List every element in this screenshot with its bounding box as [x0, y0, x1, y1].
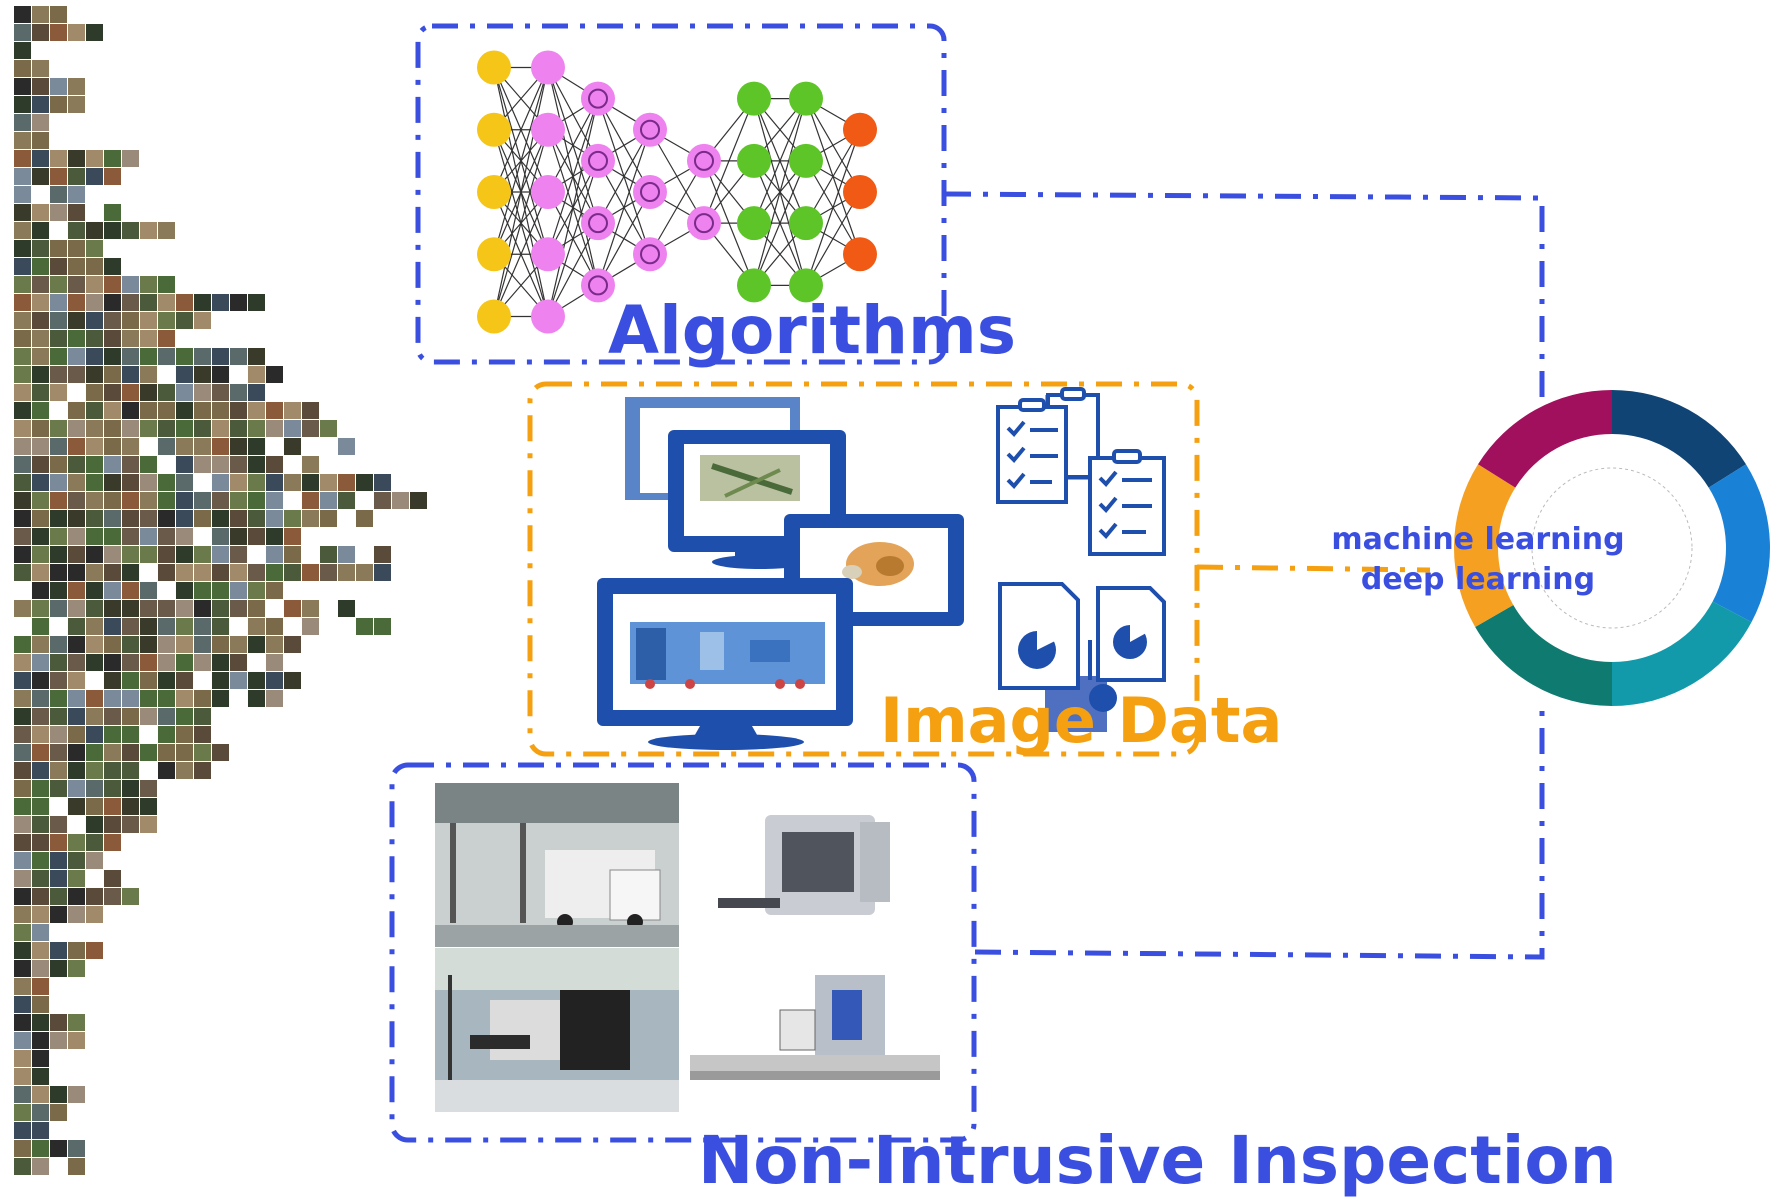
network-node: [581, 268, 615, 303]
inspection-photo-xray-scanner: [679, 783, 945, 947]
network-node: [531, 112, 565, 147]
network-node: [687, 206, 721, 241]
ring-segment: [1708, 464, 1771, 623]
image-data-label: Image Data: [880, 684, 1283, 757]
network-node: [581, 206, 615, 241]
monitor-icon: [597, 397, 964, 750]
machine-learning-label: machine learning: [1331, 522, 1625, 557]
network-node: [633, 175, 667, 209]
network-node: [789, 143, 823, 178]
neural-network-icon: [477, 50, 877, 334]
ring-segment: [1612, 390, 1746, 488]
connector-image-data: [1196, 564, 1431, 573]
network-node: [477, 175, 511, 209]
network-node: [633, 237, 667, 272]
ring-segment: [1478, 390, 1612, 488]
network-node: [737, 143, 771, 178]
ring-segment: [1612, 601, 1752, 706]
inspection-box: [389, 762, 977, 1143]
network-node: [737, 268, 771, 303]
non-intrusive-inspection-label: Non-Intrusive Inspection: [698, 1122, 1617, 1199]
network-node: [789, 268, 823, 303]
report-icon: [998, 582, 1166, 732]
algorithms-box: [415, 23, 947, 365]
network-node: [789, 206, 823, 241]
network-node: [843, 175, 877, 209]
deep-learning-label: deep learning: [1360, 562, 1596, 597]
image-data-box: [527, 381, 1200, 757]
inspection-photo-control-room: [435, 948, 679, 1112]
network-node: [687, 143, 721, 178]
inspection-photo-portal-scanner: [679, 948, 945, 1116]
network-node: [633, 112, 667, 147]
network-node: [737, 81, 771, 116]
network-node: [581, 143, 615, 178]
network-node: [531, 237, 565, 272]
photo-mosaic: [14, 6, 427, 1175]
connector-inspection: [974, 700, 1545, 960]
algorithms-label: Algorithms: [608, 292, 1017, 369]
inspection-photo-truck: [435, 783, 679, 947]
network-node: [581, 81, 615, 116]
network-node: [531, 299, 565, 334]
ring-segment: [1454, 464, 1516, 627]
checklist-icon: [996, 387, 1166, 556]
ring-segment: [1475, 605, 1612, 706]
network-node: [843, 112, 877, 147]
network-node: [737, 206, 771, 241]
connector-algorithms: [944, 191, 1545, 398]
ring-label: machine learning deep learning: [1323, 520, 1633, 600]
network-node: [531, 50, 565, 85]
network-node: [843, 237, 877, 272]
cycle-ring-icon: [1454, 390, 1771, 706]
network-node: [477, 112, 511, 147]
network-node: [789, 81, 823, 116]
network-node: [477, 50, 511, 85]
network-node: [477, 299, 511, 334]
network-node: [531, 175, 565, 209]
network-node: [477, 237, 511, 272]
